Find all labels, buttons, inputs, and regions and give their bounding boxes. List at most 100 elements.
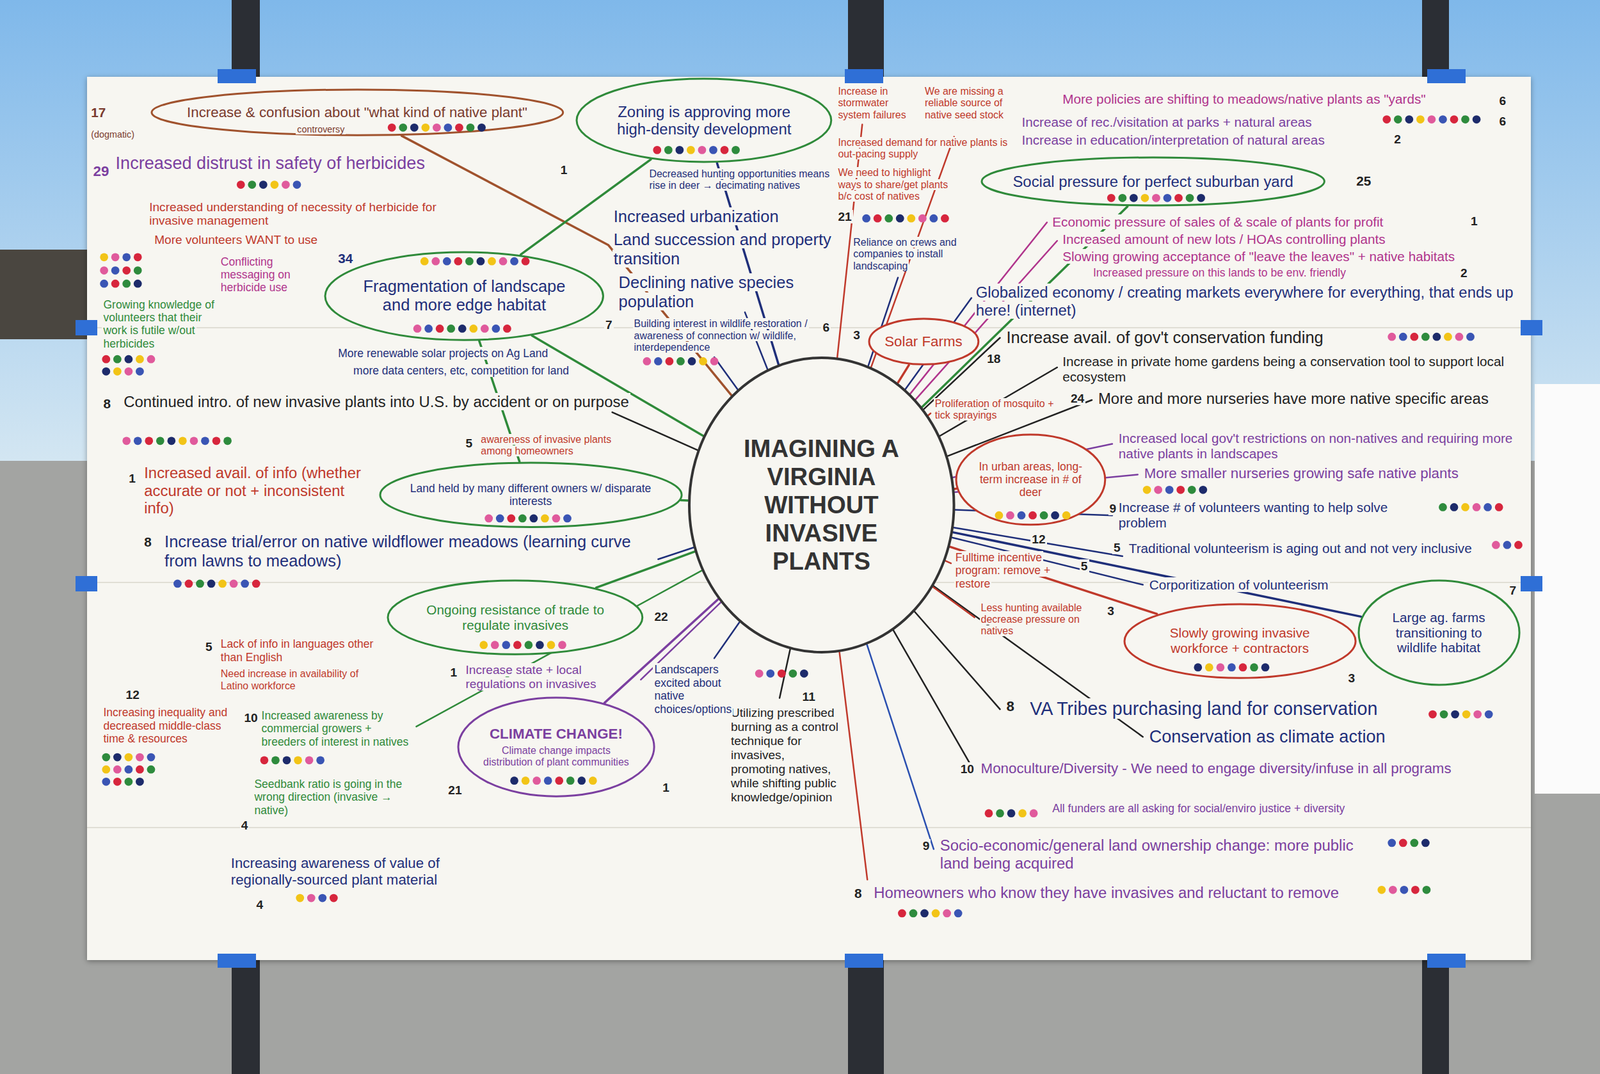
note-text-line: Increase avail. of gov't conservation fu… [1004,328,1325,347]
note-text-line: Fulltime incentive program: remove + res… [954,551,1052,591]
tape [1427,953,1466,968]
callout-number: 1 [661,780,671,795]
sticky-dot [995,511,1004,520]
sticky-dot [1018,808,1027,818]
callout-number-text: 12 [1030,532,1047,546]
note-text: We are missing a reliable source of nati… [923,85,1011,121]
sticky-dot [529,514,538,523]
note-text-line: Increased awareness by commercial grower… [260,709,411,749]
sticky-dot [513,640,522,649]
callout-number: 12 [124,688,141,703]
note-text: Increase trial/error on native wildflowe… [163,532,653,571]
callout-number: 9 [921,839,932,854]
sticky-dot [1472,503,1481,512]
sticky-dot [720,145,729,155]
sticky-dot [521,776,530,785]
sticky-dot [442,257,452,266]
note-text: All funders are all asking for social/en… [1050,801,1419,815]
note-text: Increased local gov't restrictions on no… [1117,430,1526,462]
sticky-dot [124,753,134,762]
sticky-dot [1404,115,1414,124]
note-text-line: More and more nurseries have more native… [1096,389,1490,408]
callout-number-text: 3 [851,328,862,342]
note-text: Economic pressure of sales of & scale of… [1050,214,1460,230]
note-text: Increase # of volunteers wanting to help… [1117,499,1424,531]
note-text-line: Need increase in availability of Latino … [219,668,360,691]
node-subtext: Climate change impacts distribution of p… [479,744,633,769]
tape [217,953,256,968]
sticky-dot [1153,485,1163,495]
note-text-line: Increase of rec./visitation at parks + n… [1020,114,1313,130]
callout-number: 18 [985,352,1002,367]
sticky-dot [1205,663,1214,672]
note-text-line: Lack of info in languages other than Eng… [219,637,376,664]
tape [1427,69,1466,84]
sticky-dot [1440,710,1449,719]
sticky-dot [479,640,488,649]
note-text-line: Increased avail. of info (whether accura… [142,464,363,517]
sticky-dot [1050,511,1060,520]
note-text: Continued intro. of new invasive plants … [122,392,653,411]
leader-line [714,622,740,658]
node-text: Solar Farms [884,333,963,351]
callout-number-text: 3 [1105,604,1116,618]
callout-number-text: 3 [1347,671,1357,685]
sticky-dot [135,765,144,774]
sticky-dot [1461,115,1470,124]
sticky-dot [195,579,205,589]
note-text: Increased distrust in safety of herbicid… [114,152,462,173]
sticky-dot [156,436,165,445]
sticky-dot [577,776,586,785]
sticky-dot [503,324,512,333]
node-text: In urban areas, long-term increase in # … [974,460,1087,499]
sticky-dot [506,514,516,523]
note-text: Increase in education/interpretation of … [1020,132,1388,148]
oval-shape [956,434,1106,525]
sticky-dot [642,357,651,366]
sticky-dot [654,357,663,366]
callout-number-text: 10 [242,711,259,725]
callout-number-text: 29 [91,163,111,180]
note-text-line: Increase in stormwater system failures [836,85,907,121]
sticky-dot [124,355,134,364]
note-text: Increased understanding of necessity of … [147,200,454,229]
sticky-dot [1450,115,1459,124]
note-text-line: More volunteers WANT to use [152,232,319,247]
sticky-dot [540,514,550,523]
sticky-dot [307,894,316,903]
sticky-dot [113,753,122,762]
note-text: Declining native species population [617,273,838,312]
sticky-dot [1455,332,1464,342]
oval-shape [576,78,832,162]
sticky-dot [247,180,256,189]
note-text-line: Less hunting available decrease pressure… [979,602,1084,637]
sticky-dot [113,355,122,364]
node-text: Slowly growing invasive workforce + cont… [1148,625,1332,656]
sticky-dot [995,808,1005,818]
callout-number: 5 [1112,540,1122,555]
sticky-dot [398,123,408,132]
sticky-dot [563,514,572,523]
note-text-line: Increase trial/error on native wildflowe… [163,532,632,569]
sticky-dot [652,145,662,155]
note-text: Conservation as climate action [1148,726,1387,747]
topic-oval: CLIMATE CHANGE!Climate change impacts di… [456,696,656,798]
topic-oval: Zoning is approving more high-density de… [575,77,833,164]
callout-number-text: 4 [240,818,250,832]
tape [844,953,884,968]
callout-number-text: 21 [446,783,463,797]
note-text-line: Slowing growing acceptance of "leave the… [1061,248,1456,264]
sticky-dot [1503,540,1512,550]
node-text: CLIMATE CHANGE! [479,725,633,743]
sticky-dot [777,669,786,678]
callout-number-text: 11 [801,689,817,704]
callout-number-text: 24 [1069,391,1086,406]
note-text: Increase in private home gardens being a… [1061,353,1526,385]
callout-number: 5 [1079,559,1090,574]
sticky-dot [490,640,500,649]
central-topic: IMAGINING A VIRGINIA WITHOUT INVASIVE PL… [688,356,956,654]
sticky-dot [223,436,232,445]
callout-number-text: 1 [559,163,569,177]
sticky-dot [1438,503,1448,512]
